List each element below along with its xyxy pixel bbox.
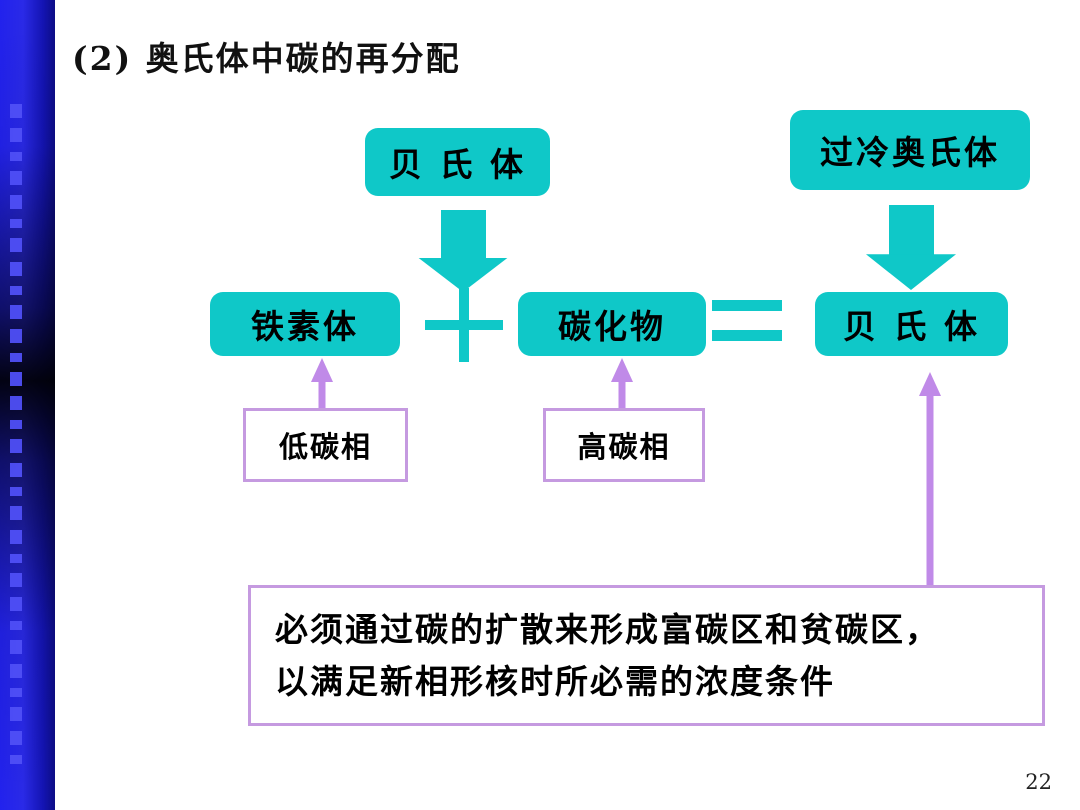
sidebar-dash-mark [10, 463, 22, 477]
box-bainite-top: 贝 氏 体 [365, 128, 550, 196]
box-bainite-top-label: 贝 氏 体 [389, 145, 526, 184]
sidebar-dash-mark [10, 755, 22, 764]
sidebar-dash-mark [10, 487, 22, 496]
box-carbide: 碳化物 [518, 292, 706, 356]
box-high-carbon-phase-label: 高碳相 [577, 430, 671, 464]
box-bainite-result-label: 贝 氏 体 [843, 307, 980, 346]
box-high-carbon-phase: 高碳相 [543, 408, 705, 482]
sidebar-dash-mark [10, 573, 22, 587]
box-ferrite: 铁素体 [210, 292, 400, 356]
sidebar-edge [55, 0, 58, 810]
box-bainite-result: 贝 氏 体 [815, 292, 1008, 356]
sidebar-dash-mark [10, 597, 22, 611]
box-carbide-label: 碳化物 [558, 307, 666, 346]
sidebar-dash-mark [10, 688, 22, 697]
sidebar-dash-mark [10, 353, 22, 362]
sidebar-dash-mark [10, 104, 22, 118]
sidebar-dash-mark [10, 664, 22, 678]
sidebar-dash-mark [10, 219, 22, 228]
up-arrow-icon-bainite [918, 372, 942, 587]
sidebar-dash-mark [10, 152, 22, 161]
sidebar-dash-mark [10, 530, 22, 544]
sidebar-dash-mark [10, 128, 22, 142]
sidebar-dash-mark [10, 372, 22, 386]
box-undercooled-austenite: 过冷奥氏体 [790, 110, 1030, 190]
sidebar-decoration [0, 0, 55, 810]
sidebar-dash-mark [10, 305, 22, 319]
box-ferrite-label: 铁素体 [251, 307, 359, 346]
sidebar-dash-mark [10, 506, 22, 520]
sidebar-dash-mark [10, 195, 22, 209]
page-title: (2) 奥氏体中碳的再分配 [72, 39, 461, 78]
sidebar-dash-mark [10, 329, 22, 343]
down-block-arrow-icon-right [866, 205, 956, 290]
note-line-2: 以满足新相形核时所必需的浓度条件 [275, 661, 835, 701]
sidebar-dash-mark [10, 554, 22, 563]
sidebar-dash-mark [10, 621, 22, 630]
sidebar-dash-mark [10, 640, 22, 654]
box-low-carbon-phase-label: 低碳相 [278, 430, 372, 464]
note-box: 必须通过碳的扩散来形成富碳区和贫碳区， 以满足新相形核时所必需的浓度条件 [248, 585, 1045, 726]
up-arrow-icon-carbide [610, 358, 634, 410]
sidebar-dash-mark [10, 171, 22, 185]
plus-operator-icon [425, 288, 503, 362]
down-block-arrow-icon-left [418, 210, 508, 292]
sidebar-dash-mark [10, 439, 22, 453]
box-undercooled-austenite-label: 过冷奥氏体 [820, 133, 1000, 172]
equals-operator-icon [712, 300, 782, 348]
up-arrow-icon-ferrite [310, 358, 334, 410]
sidebar-dash-mark [10, 286, 22, 295]
sidebar-dash-mark [10, 707, 22, 721]
box-low-carbon-phase: 低碳相 [243, 408, 408, 482]
sidebar-dash-mark [10, 262, 22, 276]
sidebar-dash-mark [10, 396, 22, 410]
sidebar-dash-mark [10, 238, 22, 252]
page-number: 22 [1025, 770, 1052, 794]
sidebar-dash-mark [10, 731, 22, 745]
sidebar-dash-mark [10, 420, 22, 429]
note-line-1: 必须通过碳的扩散来形成富碳区和贫碳区， [275, 610, 940, 650]
